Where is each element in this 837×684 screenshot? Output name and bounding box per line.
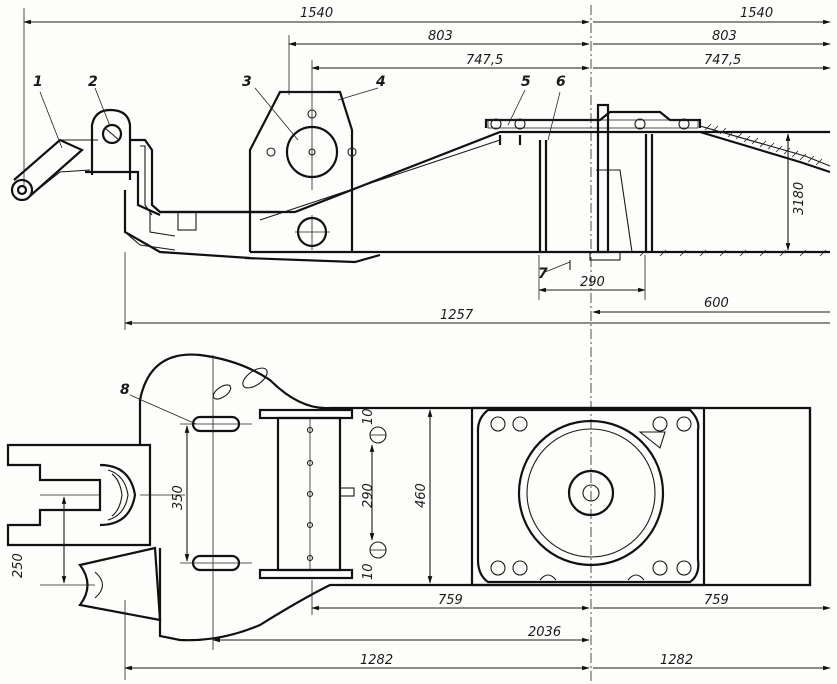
dim-759-right: 759 [704,593,729,608]
bracket-block [258,408,387,580]
dim-803-left: 803 [428,29,453,44]
coupling-link-part [10,138,98,202]
oval-slots [191,367,268,572]
callout-5: 5 [521,74,531,90]
dim-600: 600 [704,296,729,311]
dim-747-right: 747,5 [704,53,741,68]
plan-view [6,353,831,680]
dim-10-bottom: 10 [361,563,376,580]
callout-2: 2 [88,74,98,90]
dim-3180: 3180 [792,182,807,215]
dim-250: 250 [11,553,26,578]
callout-6: 6 [556,74,566,90]
callout-leaders [39,87,571,425]
dim-803-right: 803 [712,29,737,44]
dim-1257: 1257 [440,308,474,323]
dim-1282-left: 1282 [360,653,393,668]
dim-10-top: 10 [361,408,376,425]
dim-290-plan: 290 [361,483,376,508]
dim-2036: 2036 [528,625,561,640]
callout-3: 3 [242,74,252,90]
center-bearing-plate [470,406,706,587]
dim-290-top: 290 [580,275,605,290]
fork-part [6,443,152,547]
dim-1540-left: 1540 [300,6,333,21]
side-elevation [10,90,831,330]
callout-7: 7 [538,266,548,282]
dim-1540-right: 1540 [740,6,773,21]
callout-8: 8 [120,382,130,398]
dim-350: 350 [171,485,186,510]
callout-4: 4 [375,74,386,90]
dim-747-left: 747,5 [466,53,503,68]
dim-759-left: 759 [438,593,463,608]
eye-bracket-part [90,108,280,216]
dim-460: 460 [414,483,429,508]
bolster-housing-part [248,90,357,252]
dim-1282-right: 1282 [660,653,693,668]
callout-1: 1 [33,74,43,90]
top-dimensions [23,8,831,190]
center-pivot-part [484,103,831,261]
